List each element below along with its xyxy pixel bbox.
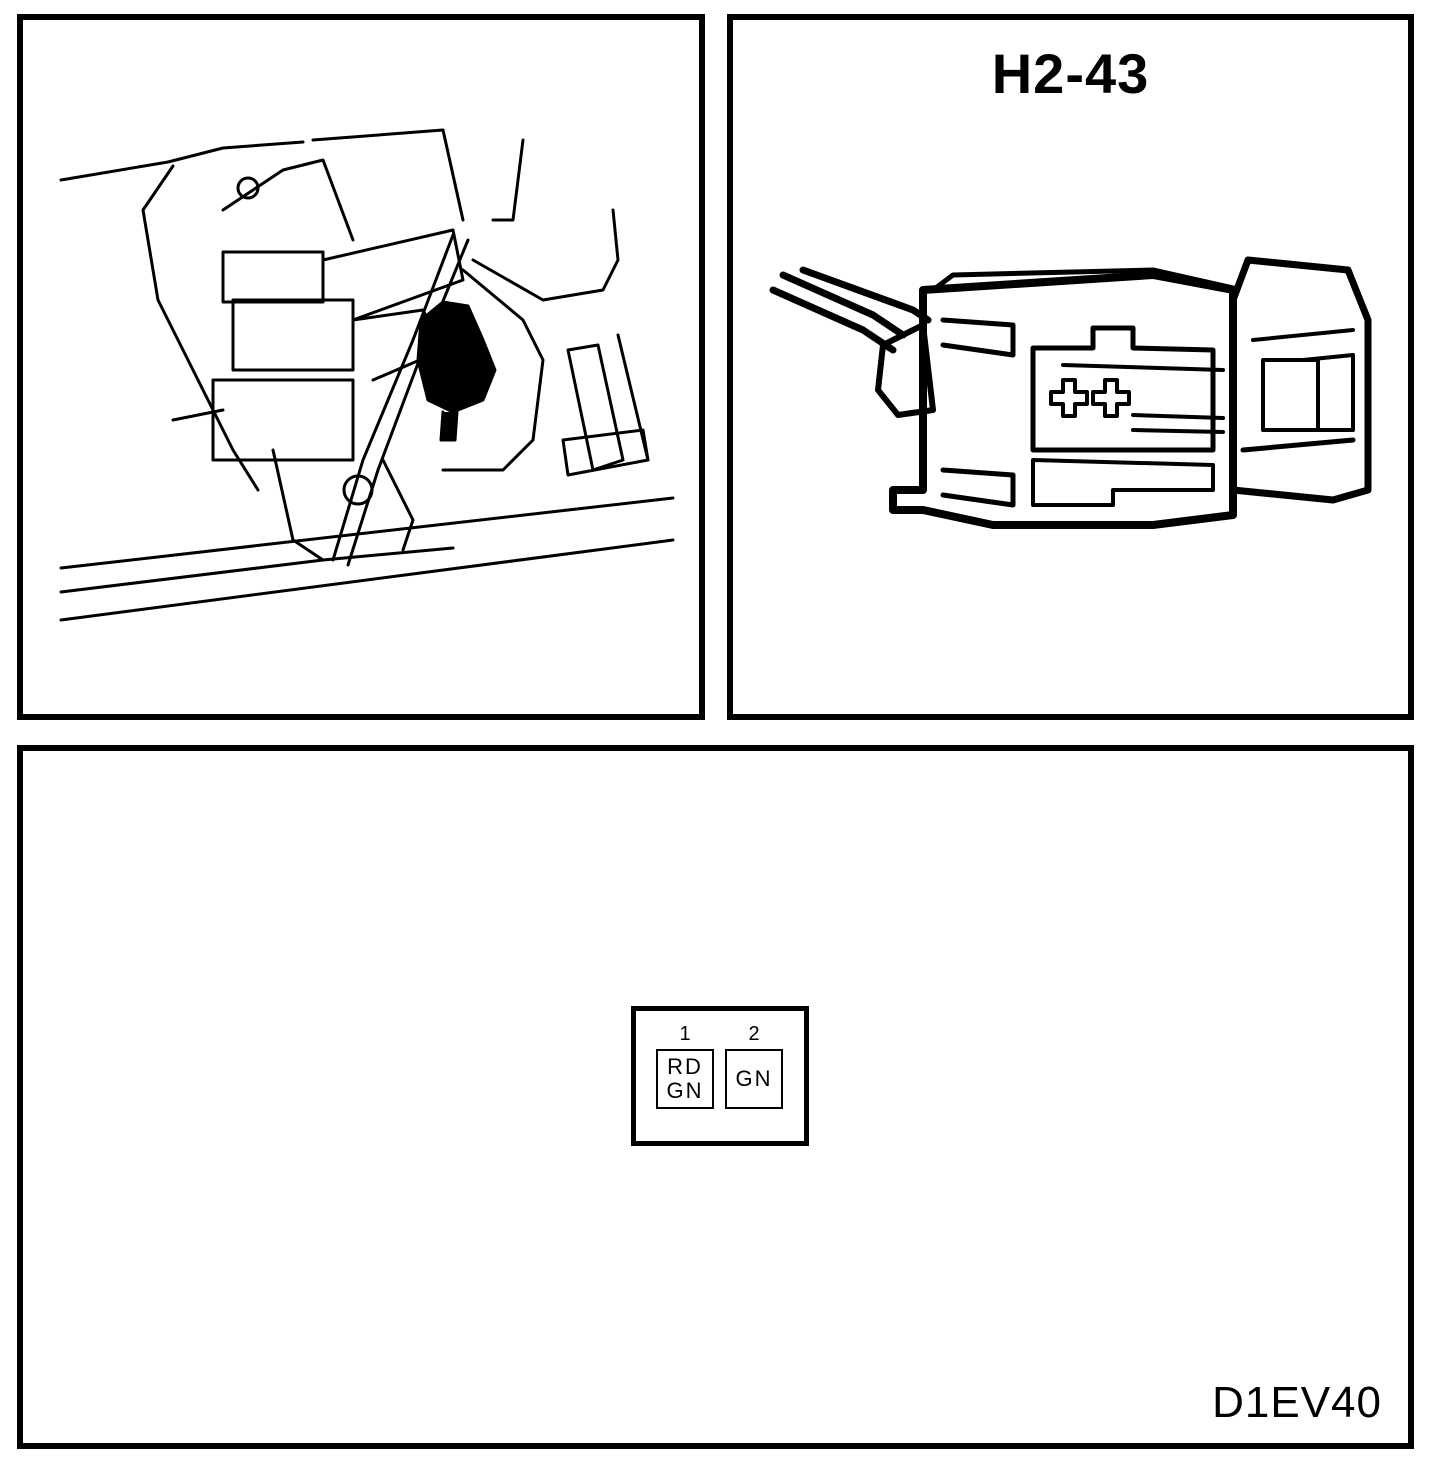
connector-location-illustration [59,128,675,622]
pinout-panel: 1 2 RD GN GN D1EV40 [17,745,1414,1449]
connector-housing-illustration [769,256,1372,529]
connector-view-panel: H2-43 [727,14,1414,720]
figure-code: D1EV40 [1212,1378,1382,1427]
pin-1-number: 1 [679,1023,691,1045]
connector-id-label: H2-43 [991,42,1150,105]
pin-2-wire-color: GN [735,1066,773,1091]
connector-location-marker [416,300,497,414]
pin-1-cavity: RD GN [656,1049,714,1109]
location-panel [17,14,705,720]
pin-2-number: 2 [748,1023,760,1045]
pin-2-cavity: GN [725,1049,783,1109]
pin-1-wire-color-line1: RD [667,1054,703,1079]
pin-1-wire-color-line2: GN [666,1078,704,1103]
connector-pin-face: 1 2 RD GN GN [631,1006,809,1146]
